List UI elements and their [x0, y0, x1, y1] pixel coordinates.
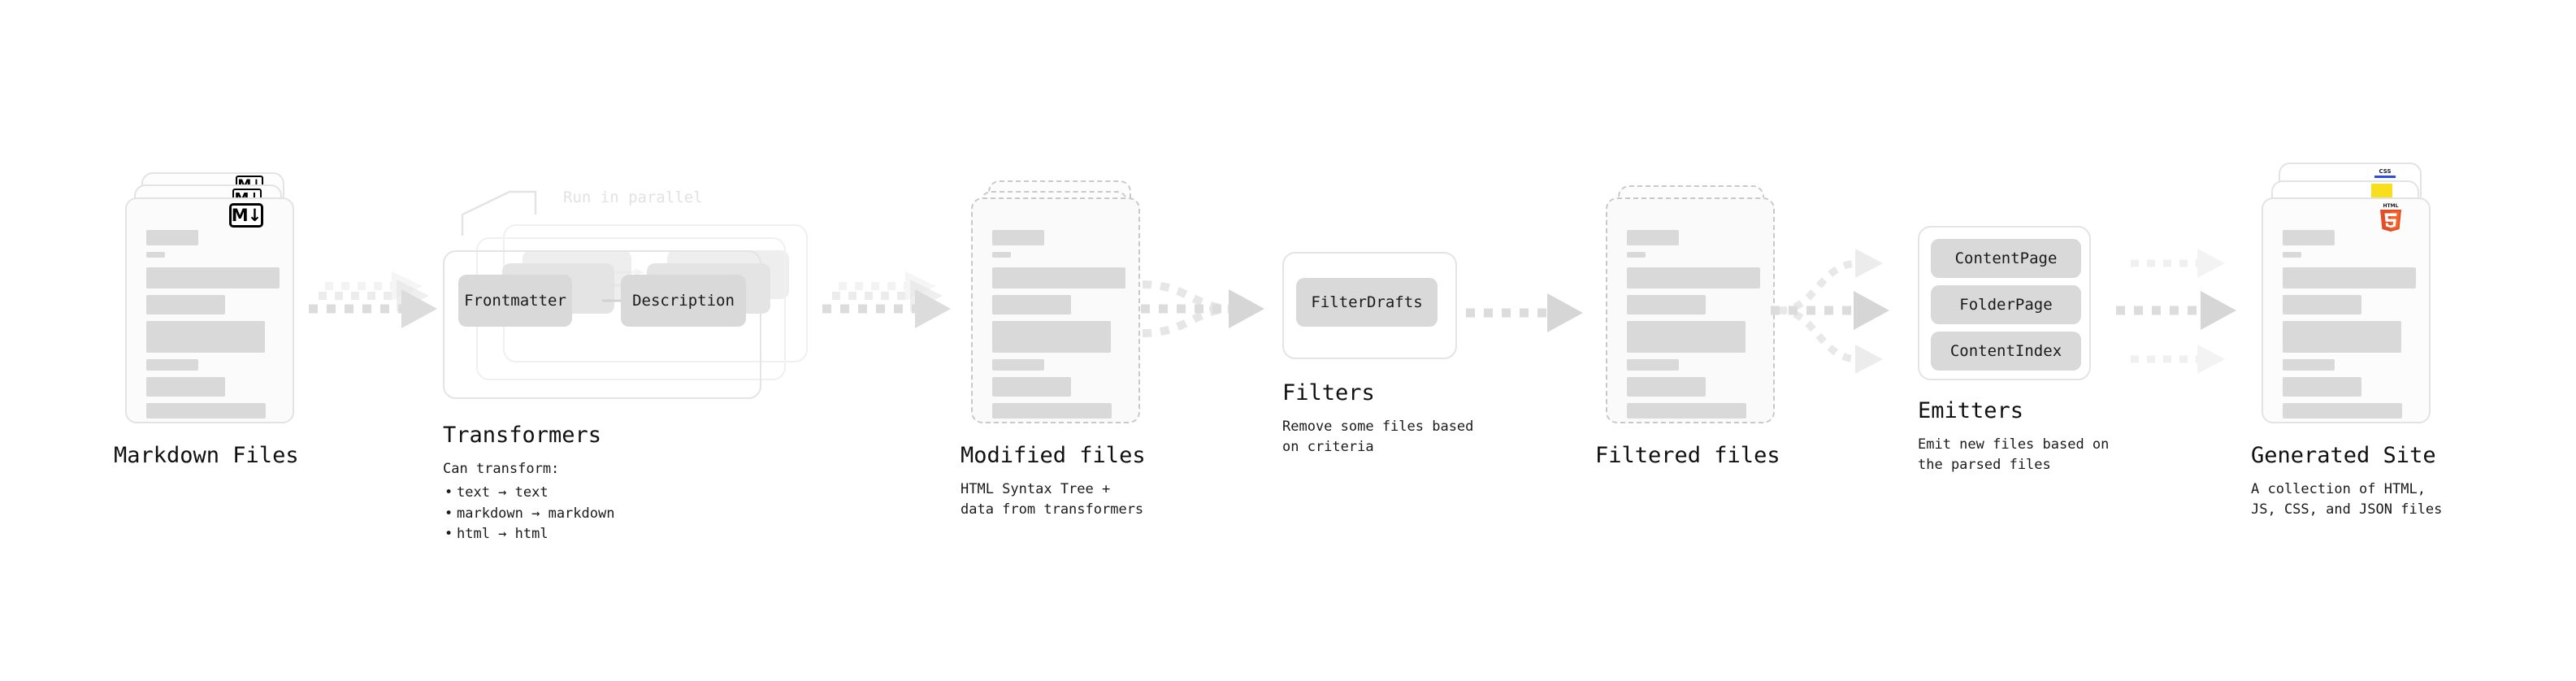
- stage-description: A collection of HTML, JS, CSS, and JSON …: [2251, 481, 2443, 518]
- markdown-files-text: Markdown Files: [114, 443, 341, 468]
- transformers-subtitle: Can transform:: [443, 461, 560, 477]
- generated-site-text: Generated Site A collection of HTML, JS,…: [2251, 443, 2527, 520]
- content-bar: [1627, 403, 1746, 419]
- stage-title: Emitters: [1918, 398, 2024, 423]
- stage-title: Modified files: [961, 443, 1146, 468]
- stage-generated-site: CSS HTML: [2251, 0, 2527, 681]
- content-bar: [146, 252, 165, 258]
- content-bar: [2283, 295, 2361, 314]
- stage-filtered-files: Filtered files: [1595, 0, 1839, 681]
- arrow-filtered-to-emitters: [1767, 236, 1914, 386]
- stage-transformers: Run in parallel Frontmatter Description …: [443, 0, 825, 681]
- emitters-text: Emitters Emit new files based on the par…: [1918, 398, 2186, 475]
- arrow-modified-to-filters: [1138, 268, 1284, 358]
- filtered-card-front: [1606, 197, 1775, 423]
- content-bar: [146, 295, 225, 314]
- stage-title: Markdown Files: [114, 443, 299, 468]
- content-bar: [992, 377, 1071, 397]
- content-bar: [2283, 267, 2416, 288]
- run-in-parallel-leader: [461, 189, 558, 237]
- emitter-chip-contentpage[interactable]: ContentPage: [1931, 239, 2081, 278]
- content-bar: [146, 230, 198, 245]
- content-bar: [146, 377, 225, 397]
- content-bar: [1627, 321, 1746, 353]
- content-bar: [2283, 252, 2301, 258]
- transformer-chip-description[interactable]: Description: [621, 275, 746, 327]
- arrow-markdown-to-transformers: [307, 268, 445, 341]
- emitter-chip-contentindex[interactable]: ContentIndex: [1931, 332, 2081, 371]
- content-bar: [1627, 295, 1706, 314]
- content-bar: [1627, 267, 1760, 288]
- css-badge: CSS: [2374, 169, 2396, 178]
- content-bar: [992, 267, 1125, 288]
- bullet-item: text → text: [443, 483, 825, 504]
- transformer-frame-front: [443, 250, 761, 399]
- stage-filters: FilterDrafts Filters Remove some files b…: [1282, 0, 1526, 681]
- modified-files-text: Modified files HTML Syntax Tree + data f…: [961, 443, 1204, 520]
- content-bar: [2283, 359, 2335, 371]
- content-bar: [146, 403, 266, 419]
- stage-title: Transformers: [443, 423, 602, 448]
- markdown-card-front: [125, 197, 294, 423]
- stage-markdown-files: M↓ M↓ M↓ Markdown Files: [114, 0, 341, 681]
- content-bar: [146, 359, 198, 371]
- arrow-filters-to-filtered: [1463, 288, 1593, 337]
- stage-modified-files: Modified files HTML Syntax Tree + data f…: [961, 0, 1204, 681]
- content-bar: [992, 252, 1011, 258]
- html5-badge: HTML: [2377, 202, 2405, 232]
- transformers-text: Transformers Can transform: text → text …: [443, 423, 825, 545]
- css-badge-rule: [2374, 176, 2396, 178]
- bullet-item: markdown → markdown: [443, 504, 825, 525]
- content-bar: [2283, 321, 2401, 353]
- filters-text: Filters Remove some files based on crite…: [1282, 380, 1526, 458]
- run-in-parallel-label: Run in parallel: [563, 189, 703, 206]
- filtered-files-text: Filtered files: [1595, 443, 1839, 468]
- svg-text:HTML: HTML: [2383, 203, 2399, 209]
- emitters-box: ContentPage FolderPage ContentIndex: [1918, 226, 2091, 380]
- content-bar: [1627, 230, 1679, 245]
- content-bar: [992, 295, 1071, 314]
- content-bar: [992, 230, 1044, 245]
- content-bar: [2283, 230, 2335, 245]
- stage-description: HTML Syntax Tree + data from transformer…: [961, 481, 1144, 518]
- content-bar: [992, 403, 1112, 419]
- stage-description: Remove some files based on criteria: [1282, 419, 1474, 456]
- transformers-bullet-list: text → text markdown → markdown html → h…: [443, 483, 825, 545]
- modified-card-front: [971, 197, 1140, 423]
- content-bar: [146, 321, 265, 353]
- arrow-emitters-to-site: [2113, 236, 2259, 386]
- content-bar: [146, 267, 280, 288]
- stage-emitters: ContentPage FolderPage ContentIndex Emit…: [1918, 0, 2186, 681]
- content-bar: [992, 359, 1044, 371]
- stage-title: Filters: [1282, 380, 1375, 406]
- content-bar: [992, 321, 1111, 353]
- site-card-front: [2262, 197, 2431, 423]
- transformer-chip-frontmatter[interactable]: Frontmatter: [458, 275, 572, 327]
- css-badge-text: CSS: [2379, 168, 2392, 175]
- stage-title: Filtered files: [1595, 443, 1780, 468]
- stage-description: Emit new files based on the parsed files: [1918, 436, 2110, 474]
- content-bar: [1627, 252, 1646, 258]
- markdown-badge: M↓: [229, 203, 263, 228]
- arrow-transformers-to-modified: [821, 268, 959, 341]
- emitter-chip-folderpage[interactable]: FolderPage: [1931, 285, 2081, 324]
- content-bar: [1627, 359, 1679, 371]
- content-bar: [2283, 377, 2361, 397]
- content-bar: [1627, 377, 1706, 397]
- filters-box: FilterDrafts: [1282, 252, 1457, 359]
- bullet-item: html → html: [443, 524, 825, 545]
- stage-title: Generated Site: [2251, 443, 2436, 468]
- filter-chip-filterdrafts[interactable]: FilterDrafts: [1296, 278, 1438, 327]
- js-badge: [2371, 184, 2392, 198]
- content-bar: [2283, 403, 2402, 419]
